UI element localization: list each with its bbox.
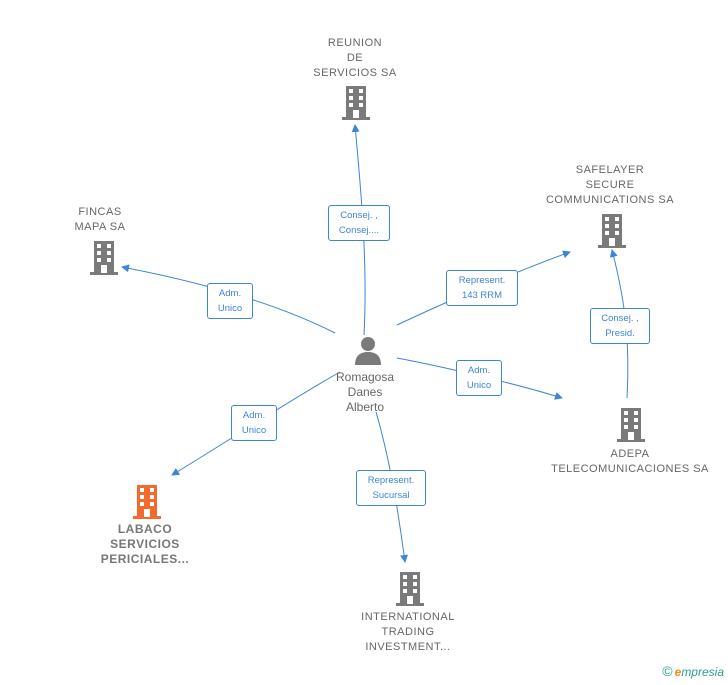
edge-label-international[interactable]: Represent. Sucursal	[356, 470, 426, 506]
building-icon[interactable]	[615, 408, 647, 442]
node-labaco-label[interactable]: LABACO SERVICIOS PERICIALES...	[100, 522, 190, 566]
center-person-label[interactable]: Romagosa Danes Alberto	[335, 370, 395, 414]
edge-label-reunion[interactable]: Consej. , Consej....	[328, 205, 390, 241]
building-icon-highlighted[interactable]	[131, 485, 163, 519]
node-reunion-label[interactable]: REUNION DE SERVICIOS SA	[313, 37, 397, 79]
edge-label-safelayer[interactable]: Represent. 143 RRM	[446, 270, 518, 306]
building-icon[interactable]	[394, 572, 426, 606]
edge-label-fincas[interactable]: Adm. Unico	[207, 283, 253, 319]
node-fincas-label[interactable]: FINCAS MAPA SA	[74, 206, 126, 233]
node-international-label[interactable]: INTERNATIONAL TRADING INVESTMENT...	[361, 611, 455, 653]
edge-label-labaco[interactable]: Adm. Unico	[231, 405, 277, 441]
edge-label-adepa[interactable]: Adm. Unico	[456, 360, 502, 396]
building-icon[interactable]	[340, 86, 372, 120]
node-adepa-label[interactable]: ADEPA TELECOMUNICACIONES SA	[551, 448, 709, 475]
person-icon	[355, 337, 381, 365]
brand-logo: ©empresia	[662, 663, 724, 679]
building-icon[interactable]	[88, 241, 120, 275]
building-icon[interactable]	[596, 214, 628, 248]
edge-label-adepa-safelayer[interactable]: Consej. , Presid.	[590, 308, 650, 344]
node-safelayer-label[interactable]: SAFELAYER SECURE COMMUNICATIONS SA	[545, 164, 675, 206]
copyright-icon: ©	[662, 663, 673, 679]
